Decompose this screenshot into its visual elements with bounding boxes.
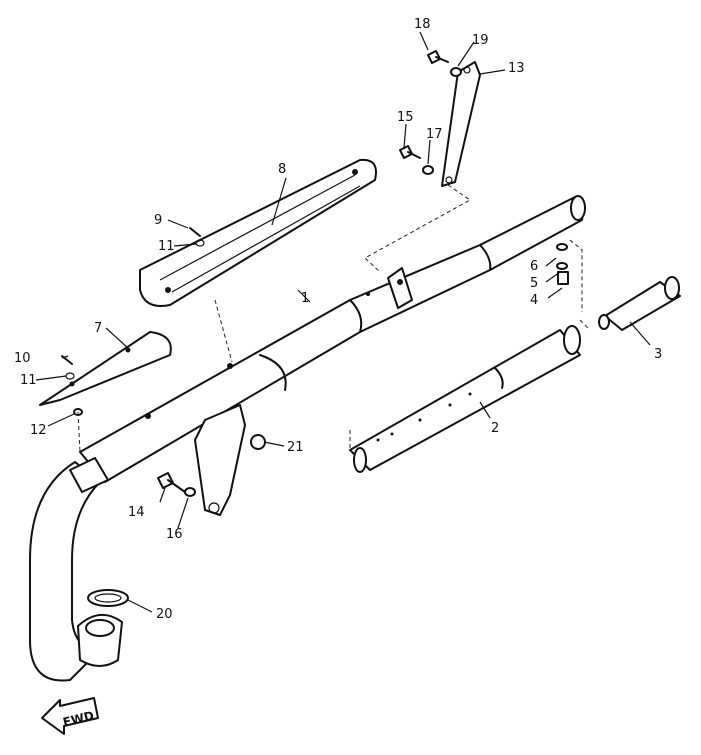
heat-shield-lower: [39, 331, 172, 406]
callout-6: 6: [530, 259, 538, 274]
exhaust-pipe: [29, 457, 123, 682]
callout-14: 14: [128, 505, 145, 520]
leader-lines: [35, 31, 651, 613]
callout-21: 21: [287, 440, 304, 455]
callout-16: 16: [166, 527, 183, 542]
muffler-body: [79, 195, 586, 483]
forward-arrow: FWD: [41, 697, 99, 735]
callout-5: 5: [530, 276, 538, 291]
callout-4: 4: [530, 293, 538, 308]
callout-15: 15: [397, 110, 414, 125]
gasket: [87, 589, 129, 607]
callout-2: 2: [491, 421, 499, 436]
callout-3: 3: [654, 347, 662, 362]
callout-11-upper: 11: [158, 239, 175, 254]
callout-20: 20: [156, 607, 173, 622]
callout-17: 17: [426, 127, 443, 142]
callout-10: 10: [14, 351, 31, 366]
tail-cone: [598, 276, 681, 331]
assembly-lines: [77, 184, 591, 453]
callout-labels: 1 2 3 4 5 6 7 8 9 10 11 11 12 13 14 15 1…: [14, 17, 662, 622]
callout-7: 7: [94, 321, 102, 336]
callout-19: 19: [472, 33, 489, 48]
callout-9: 9: [154, 213, 162, 228]
callout-8: 8: [278, 162, 286, 177]
callout-1: 1: [301, 291, 309, 306]
mounting-stay: [441, 61, 481, 187]
callout-12: 12: [30, 423, 47, 438]
callout-11-lower: 11: [20, 373, 37, 388]
callout-13: 13: [508, 61, 525, 76]
muffler-upper-bracket: [387, 267, 413, 309]
baffle-tube: [349, 325, 581, 473]
muffler-lower-bracket: [194, 404, 246, 516]
heat-shield-upper: [139, 158, 377, 307]
hardware: [61, 50, 569, 497]
callout-18: 18: [414, 17, 431, 32]
